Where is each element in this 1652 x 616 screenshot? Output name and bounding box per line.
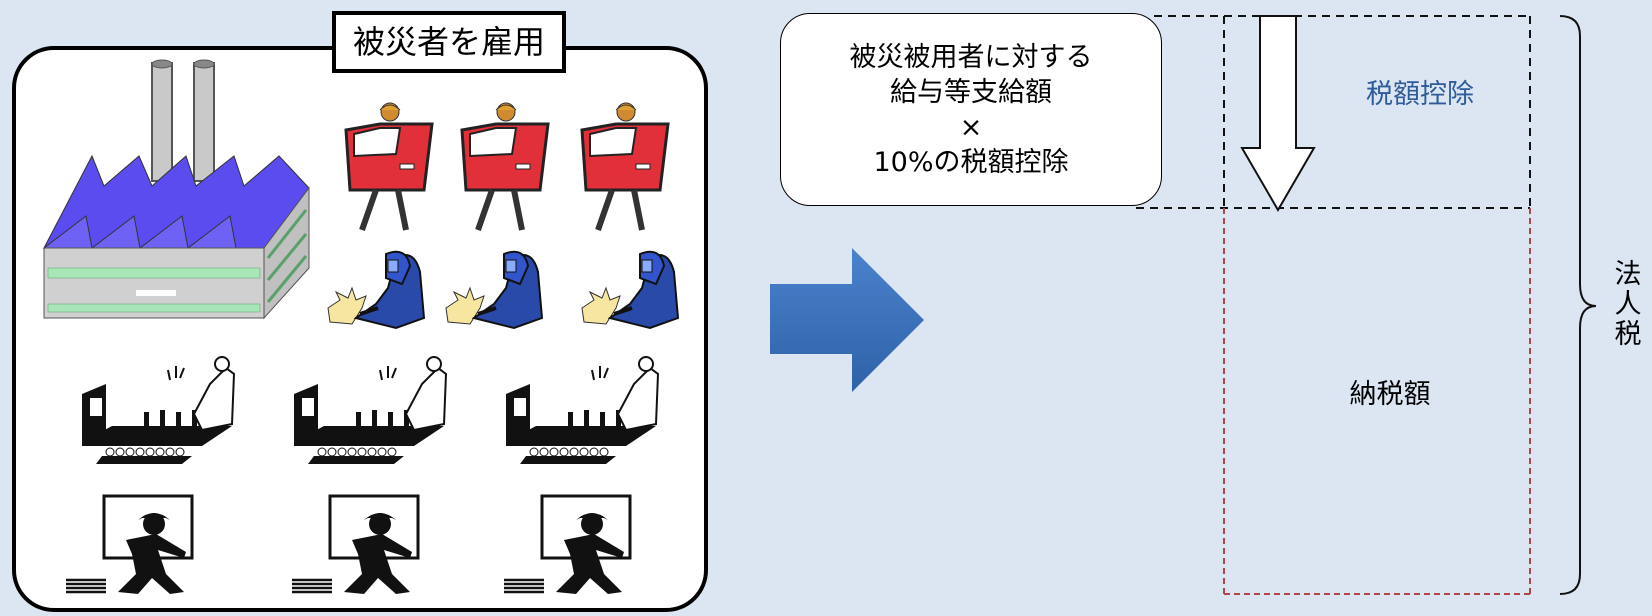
box-carrier-icon <box>66 494 194 594</box>
calc-line: × <box>959 111 983 143</box>
factory-icon <box>42 59 310 320</box>
box-carrier-icon <box>292 494 420 594</box>
conveyor-worker-icon <box>294 356 448 464</box>
car-door-worker-icon <box>460 102 550 231</box>
welder-icon <box>581 250 680 330</box>
conveyor-worker-icon <box>506 356 660 464</box>
corporate-tax-label: 法 人 税 <box>1612 260 1644 350</box>
panel-title: 被災者を雇用 <box>332 11 566 73</box>
tax-paid-region <box>1223 208 1531 595</box>
box-carrier-icon <box>504 494 632 594</box>
brace-icon <box>1559 15 1597 595</box>
welder-icon <box>327 250 426 330</box>
right-arrow-icon <box>770 248 924 392</box>
calc-line: 10%の税額控除 <box>873 146 1069 178</box>
credit-calculation-box: 被災被用者に対する 給与等支給額 × 10%の税額控除 <box>780 13 1162 206</box>
corporate-tax-char: 人 <box>1614 289 1642 320</box>
car-door-worker-icon <box>344 102 434 231</box>
tax-credit-label: 税額控除 <box>1366 79 1474 110</box>
down-arrow-icon <box>1240 15 1316 212</box>
tax-credit-region <box>1136 15 1531 209</box>
car-door-worker-icon <box>580 102 670 231</box>
corporate-tax-char: 法 <box>1614 259 1642 290</box>
welder-icon <box>445 250 544 330</box>
calc-line: 給与等支給額 <box>890 76 1052 108</box>
corporate-tax-char: 税 <box>1614 319 1642 350</box>
conveyor-worker-icon <box>82 356 236 464</box>
calc-line: 被災被用者に対する <box>849 41 1093 73</box>
tax-paid-label: 納税額 <box>1349 379 1431 410</box>
